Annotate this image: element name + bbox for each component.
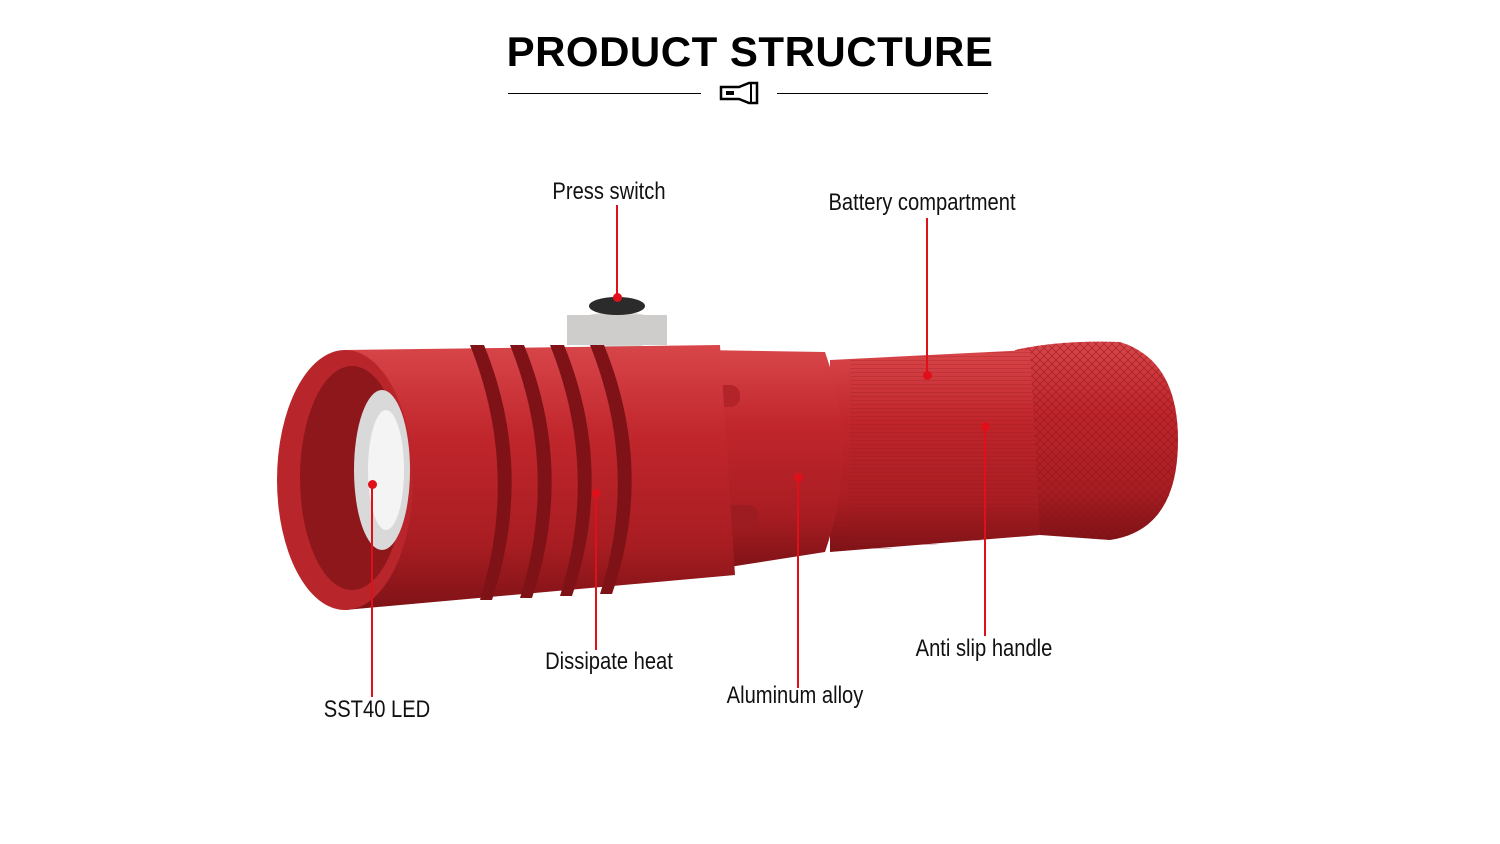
leader-line xyxy=(797,477,799,688)
leader-line xyxy=(984,426,986,636)
label-dissipate-heat: Dissipate heat xyxy=(545,648,673,675)
callout-dot xyxy=(368,480,377,489)
title-divider-left xyxy=(508,93,701,94)
leader-line xyxy=(371,484,373,697)
label-battery-compartment: Battery compartment xyxy=(828,189,1016,216)
label-sst40-led: SST40 LED xyxy=(323,696,431,723)
callout-dot xyxy=(923,371,932,380)
label-aluminum-alloy: Aluminum alloy xyxy=(726,682,864,709)
title-divider-right xyxy=(777,93,988,94)
callout-dot xyxy=(613,293,622,302)
leader-line xyxy=(926,218,928,375)
callout-dot xyxy=(981,422,990,431)
leader-line xyxy=(616,205,618,297)
callout-dot xyxy=(592,489,601,498)
page-title: PRODUCT STRUCTURE xyxy=(506,28,994,75)
callout-dot xyxy=(794,473,803,482)
leader-line xyxy=(595,493,597,650)
flashlight-icon xyxy=(719,81,759,105)
label-anti-slip-handle: Anti slip handle xyxy=(915,635,1053,662)
label-press-switch: Press switch xyxy=(552,178,666,205)
